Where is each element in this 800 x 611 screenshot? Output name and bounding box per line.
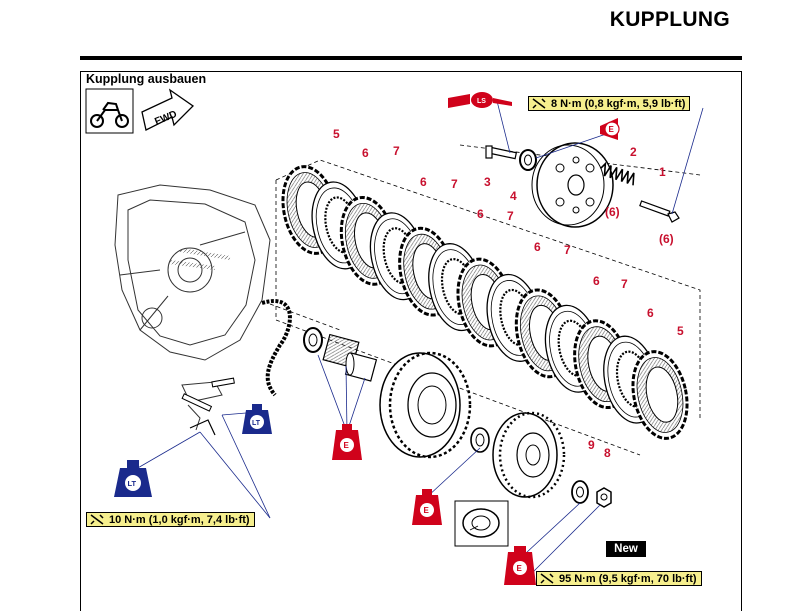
engine-case (114, 184, 271, 431)
callout-6-paren-a: (6) (605, 205, 620, 219)
e-marker-icon-washer: E (412, 489, 442, 525)
callout-8: 8 (604, 446, 611, 460)
e-marker-bearing-label: E (344, 441, 350, 450)
callout-2: 2 (630, 145, 637, 159)
e-marker-washer-label: E (424, 506, 430, 515)
callout-7-a: 7 (393, 144, 400, 158)
washer-9 (571, 480, 589, 504)
pressure-plate (531, 142, 614, 228)
diagram-frame (80, 71, 742, 611)
thrust-washer (470, 427, 490, 453)
page-title: KUPPLUNG (609, 8, 730, 31)
callout-6-f: 6 (647, 306, 654, 320)
push-rod (261, 299, 292, 397)
callout-7-d: 7 (564, 243, 571, 257)
clutch-plate-stack (281, 165, 689, 440)
callout-6-a: 6 (362, 146, 369, 160)
nut-8 (596, 487, 612, 508)
bearing-4 (519, 149, 537, 171)
wrench-icon (532, 98, 546, 109)
torque-spec-top-text: 8 N·m (0,8 kgf·m, 5,9 lb·ft) (551, 98, 686, 110)
ls-marker-icon: LS (448, 92, 512, 108)
callout-5-right: 5 (677, 324, 684, 338)
callout-6-paren-b: (6) (659, 232, 674, 246)
bolt-3 (485, 145, 518, 160)
callout-6-d: 6 (534, 240, 541, 254)
e-marker-nut-label: E (517, 564, 523, 573)
friction-plate (631, 350, 689, 440)
callout-3: 3 (484, 175, 491, 189)
callout-6-c: 6 (477, 207, 484, 221)
spring-bolt (639, 200, 680, 223)
wrench-icon (90, 514, 104, 525)
washer-detail-inset (454, 500, 509, 547)
callout-7-c: 7 (507, 209, 514, 223)
lt-marker-small-label: LT (252, 420, 261, 427)
torque-spec-left: 10 N·m (1,0 kgf·m, 7,4 lb·ft) (86, 512, 255, 527)
callout-6-e: 6 (593, 274, 600, 288)
collar (344, 352, 378, 382)
callout-numbers: 1 2 3 4 5 5 6 6 6 6 6 6 7 7 7 7 7 8 9 (6… (333, 127, 684, 460)
callout-9: 9 (588, 438, 595, 452)
callout-6-b: 6 (420, 175, 427, 189)
bracket-bolts (181, 377, 235, 436)
lt-marker-icon-small: LT (242, 404, 272, 434)
title-rule (80, 56, 742, 60)
lt-marker-icon-large: LT (114, 460, 152, 497)
leader-lines (135, 100, 704, 576)
callout-7-e: 7 (621, 277, 628, 291)
section-title: Kupplung ausbauen (86, 72, 207, 86)
wrench-icon (540, 573, 554, 584)
callout-4: 4 (510, 189, 517, 203)
clutch-spring (600, 161, 635, 186)
e-marker-icon-bearing: E (332, 424, 362, 460)
clutch-housing (379, 351, 472, 459)
torque-spec-left-text: 10 N·m (1,0 kgf·m, 7,4 lb·ft) (109, 514, 250, 526)
clutch-boss (492, 411, 566, 499)
callout-7-b: 7 (451, 177, 458, 191)
lt-marker-large-label: LT (128, 479, 137, 488)
callout-1: 1 (659, 165, 666, 179)
new-part-badge: New (606, 541, 646, 557)
torque-spec-bottom-text: 95 N·m (9,5 kgf·m, 70 lb·ft) (559, 573, 697, 585)
fwd-arrow-icon: FWD (141, 88, 195, 131)
e-marker-icon-nut: E (504, 546, 536, 585)
motorcycle-icon (85, 88, 134, 134)
torque-spec-bottom: 95 N·m (9,5 kgf·m, 70 lb·ft) (536, 571, 702, 586)
e-marker-icon-top: E (600, 118, 620, 140)
ls-marker-label: LS (477, 98, 486, 105)
torque-spec-top: 8 N·m (0,8 kgf·m, 5,9 lb·ft) (528, 96, 691, 111)
shaft-seal (303, 327, 323, 353)
callout-5-left: 5 (333, 127, 340, 141)
e-marker-top-label: E (609, 125, 615, 134)
